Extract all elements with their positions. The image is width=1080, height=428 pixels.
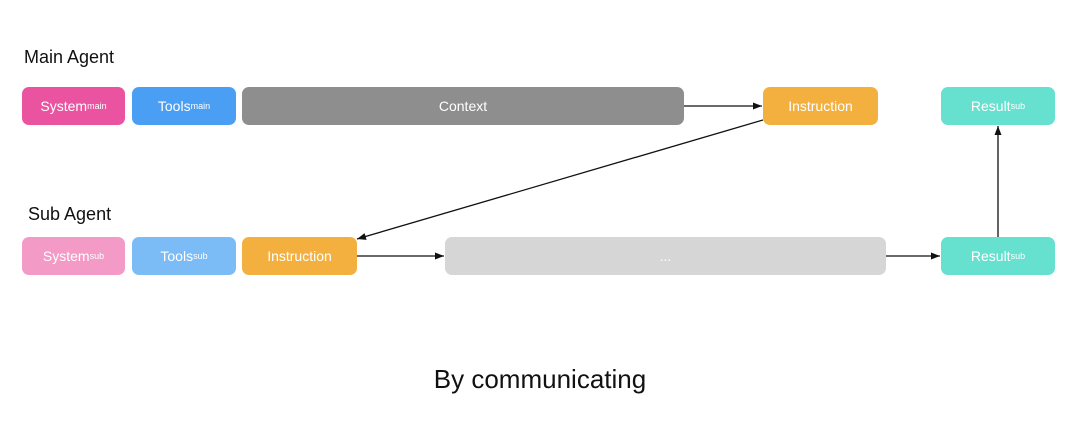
main-system-text: System	[40, 98, 88, 114]
sub-ellipsis-block: ...	[445, 237, 886, 275]
sub-ellipsis-text: ...	[659, 248, 672, 264]
sub-instruction-text: Instruction	[267, 248, 332, 264]
diagram-caption: By communicating	[433, 364, 647, 394]
arrow-main-instruction-to-sub-instruction	[356, 119, 764, 240]
main-tools-text: Tools	[157, 98, 191, 114]
main-instruction-text: Instruction	[788, 98, 853, 114]
sub-instruction-block: Instruction	[242, 237, 357, 275]
sub-agent-label: Sub Agent	[28, 204, 112, 224]
sub-result-text: Result	[970, 248, 1011, 264]
sub-tools-text: Tools	[160, 248, 194, 264]
main-context-text: Context	[438, 98, 488, 114]
main-agent-label: Main Agent	[24, 47, 115, 67]
main-context-block: Context	[242, 87, 684, 125]
sub-system-text: System	[42, 248, 90, 264]
main-instruction-block: Instruction	[763, 87, 878, 125]
main-result-text: Result	[970, 98, 1011, 114]
